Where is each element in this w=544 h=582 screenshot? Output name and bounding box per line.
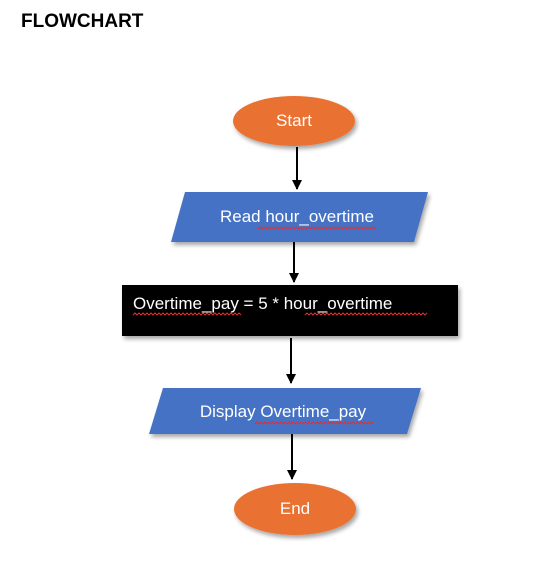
display-label: Display Overtime_pay xyxy=(200,402,367,421)
start-ellipse xyxy=(233,96,355,146)
process-node: Overtime_pay = 5 * hour_overtime xyxy=(122,285,458,336)
end-node: End xyxy=(234,483,356,535)
start-label: Start xyxy=(276,111,312,130)
process-rect xyxy=(122,285,458,336)
end-label: End xyxy=(280,499,310,518)
spellcheck-underline xyxy=(304,312,428,316)
read-input-node: Read hour_overtime xyxy=(171,192,428,242)
start-node: Start xyxy=(233,96,355,146)
display-output-node: Display Overtime_pay xyxy=(149,388,421,434)
read-parallelogram xyxy=(171,192,428,242)
spellcheck-underline xyxy=(132,312,242,316)
page-title: FLOWCHART xyxy=(21,11,144,32)
spellcheck-underline xyxy=(254,421,374,425)
read-label: Read hour_overtime xyxy=(220,207,374,226)
end-ellipse xyxy=(234,483,356,535)
spellcheck-underline xyxy=(257,226,377,230)
process-label: Overtime_pay = 5 * hour_overtime xyxy=(133,294,392,313)
